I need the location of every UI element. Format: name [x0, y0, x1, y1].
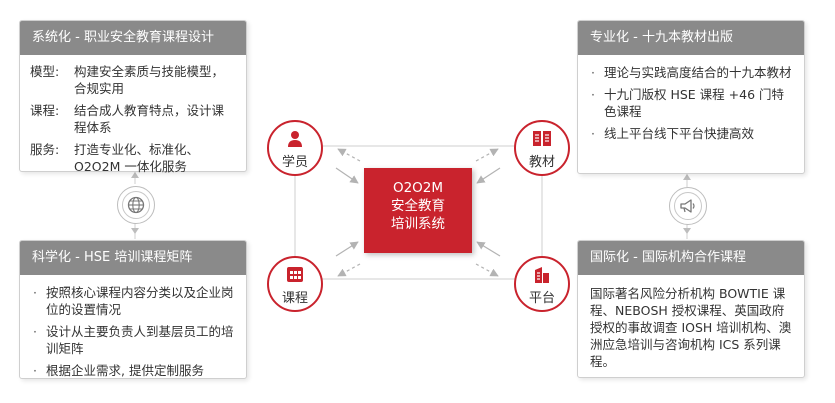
center-line2: 安全教育 [391, 198, 445, 214]
international-card: 国际化 - 国际机构合作课程 国际著名风险分析机构 BOWTIE 课程、NEBO… [577, 240, 805, 378]
list-item: ·十九门版权 HSE 课程 +46 门特色课程 [591, 87, 785, 119]
systematic-row: 服务: 打造专业化、标准化、O2O2M 一体化服务 [30, 141, 236, 175]
center-line3: 培训系统 [391, 216, 445, 232]
scientific-list: ·按照核心课程内容分类以及企业岗位的设置情况 ·设计从主要负责人到基层员工的培训… [20, 275, 246, 379]
systematic-row-key: 服务: [30, 142, 60, 157]
node-label: 课程 [281, 291, 308, 306]
scientific-card: 科学化 - HSE 培训课程矩阵 ·按照核心课程内容分类以及企业岗位的设置情况 … [19, 240, 247, 379]
arrow-courses-out [337, 263, 361, 277]
international-title: 国际化 - 国际机构合作课程 [578, 241, 804, 275]
arrow-platform-in [476, 241, 501, 257]
building-icon [535, 267, 549, 283]
list-item: ·根据企业需求, 提供定制服务 [33, 363, 204, 378]
professional-list: ·理论与实践高度结合的十九本教材 ·十九门版权 HSE 课程 +46 门特色课程… [578, 55, 804, 142]
systematic-row: 模型: 构建安全素质与技能模型，合规实用 [30, 63, 236, 97]
megaphone-icon [680, 199, 695, 213]
arrow-students-in [335, 167, 359, 184]
node-platform: 平台 [514, 256, 570, 312]
list-item: ·设计从主要负责人到基层员工的培训矩阵 [33, 324, 234, 356]
arrow-platform-out [475, 263, 499, 277]
left-separator [117, 186, 155, 224]
systematic-list: 模型: 构建安全素质与技能模型，合规实用 课程: 结合成人教育特点，设计课程体系… [20, 55, 246, 175]
international-text: 国际著名风险分析机构 BOWTIE 课程、NEBOSH 授权课程、英国政府授权的… [590, 286, 792, 369]
list-item: ·按照核心课程内容分类以及企业岗位的设置情况 [33, 285, 234, 317]
arrow-courses-in [335, 241, 359, 257]
grid-icon [287, 267, 303, 282]
node-courses: 课程 [267, 256, 323, 312]
node-label: 学员 [281, 155, 308, 170]
professional-card: 专业化 - 十九本教材出版 ·理论与实践高度结合的十九本教材 ·十九门版权 HS… [577, 20, 805, 174]
systematic-row-value: 构建安全素质与技能模型，合规实用 [74, 64, 225, 96]
arrow-students-out [337, 148, 361, 162]
right-separator [669, 187, 707, 225]
arrow-textbooks-out [475, 148, 499, 162]
professional-title: 专业化 - 十九本教材出版 [578, 21, 804, 55]
systematic-row-value: 打造专业化、标准化、O2O2M 一体化服务 [74, 142, 200, 174]
systematic-row-key: 课程: [30, 103, 60, 118]
book-icon [533, 131, 551, 146]
systematic-row-key: 模型: [30, 64, 60, 79]
center-line1: O2O2M [392, 180, 444, 196]
list-item: ·理论与实践高度结合的十九本教材 [591, 65, 792, 80]
node-label: 平台 [528, 291, 555, 306]
systematic-title: 系统化 - 职业安全教育课程设计 [20, 21, 246, 55]
frame-rect [294, 145, 543, 280]
systematic-row: 课程: 结合成人教育特点，设计课程体系 [30, 102, 236, 136]
user-icon [288, 131, 302, 147]
center-system-box: O2O2M 安全教育 培训系统 [364, 168, 472, 253]
node-textbooks: 教材 [514, 120, 570, 176]
systematic-row-value: 结合成人教育特点，设计课程体系 [74, 103, 225, 135]
globe-icon [127, 196, 145, 214]
scientific-title: 科学化 - HSE 培训课程矩阵 [20, 241, 246, 275]
node-students: 学员 [267, 120, 323, 176]
arrow-textbooks-in [476, 167, 501, 184]
systematic-card: 系统化 - 职业安全教育课程设计 模型: 构建安全素质与技能模型，合规实用 课程… [19, 20, 247, 175]
node-label: 教材 [528, 155, 555, 170]
list-item: ·线上平台线下平台快捷高效 [591, 126, 755, 141]
